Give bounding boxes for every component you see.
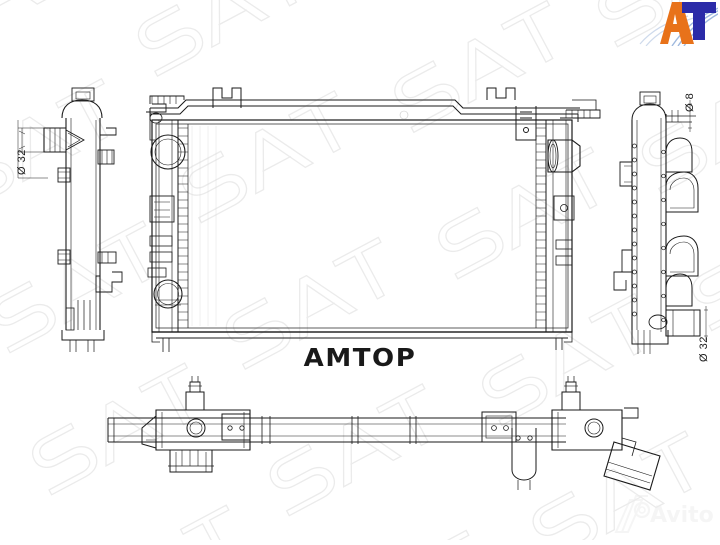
right-side-view (613, 91, 708, 354)
dimension-label-left-inlet: Ø 32 (16, 149, 28, 175)
bottom-view (107, 376, 661, 491)
at-logo-mark (639, 2, 718, 46)
dimension-label-right-top: Ø 8 (684, 92, 696, 112)
at-logo-letter-t (682, 2, 716, 40)
avito-watermark-mark: Avito (614, 495, 714, 533)
front-view (146, 87, 601, 352)
brand-center-text: АМТОР (303, 343, 417, 372)
at-logo-letter-a (660, 2, 694, 44)
avito-watermark: Avito (612, 484, 716, 536)
left-side-view (17, 87, 123, 352)
svg-text:Avito: Avito (650, 503, 714, 528)
at-logo (638, 0, 718, 46)
